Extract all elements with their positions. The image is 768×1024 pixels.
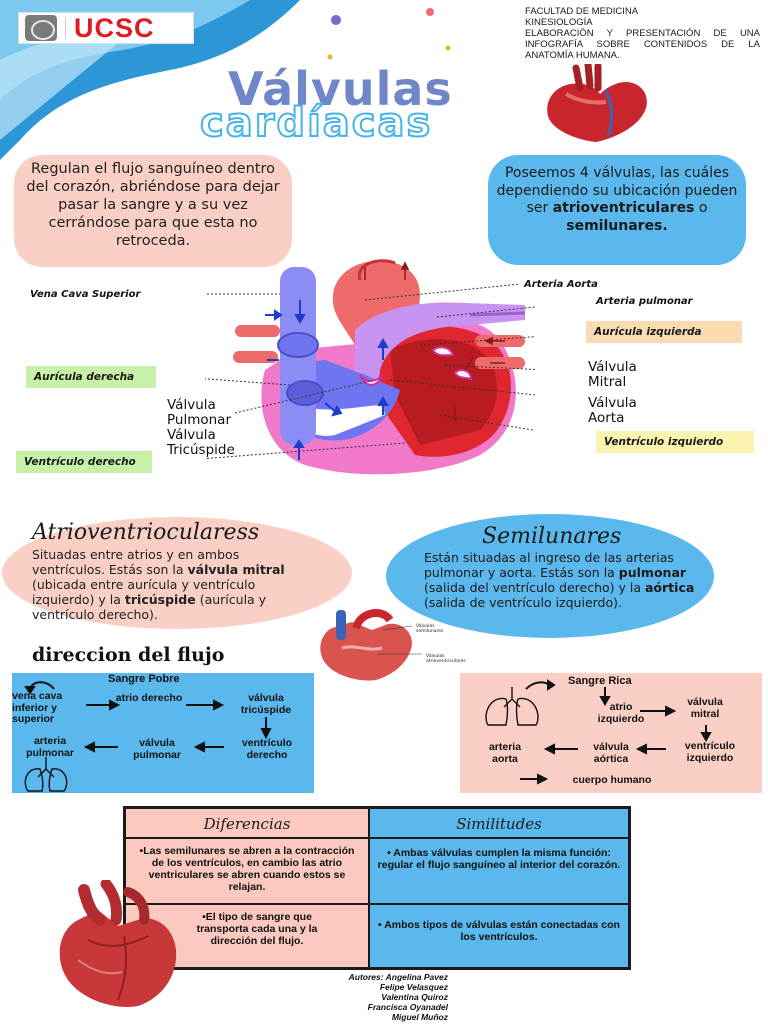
page-title-line1: Válvulas — [228, 62, 453, 116]
poor-node-ventriculo-derecho: ventrículo derecho — [241, 737, 293, 761]
faculty-line: KINESIOLOGÍA — [525, 17, 593, 28]
poor-node-arteria-pulmonar: arteria pulmonar — [26, 735, 74, 759]
tag-auricula-derecha: Aurícula derecha — [26, 366, 156, 388]
university-seal-icon — [25, 15, 57, 41]
lungs-icon — [485, 687, 539, 726]
label-valvula-tricuspide: Válvula Tricúspide — [167, 427, 235, 458]
heart-valves-illustration-icon — [320, 609, 422, 681]
faculty-info: FACULTAD DE MEDICINA KINESIOLOGÍA ELABOR… — [525, 6, 760, 61]
lungs-icon — [24, 757, 68, 792]
tag-auricula-izquierda: Aurícula izquierda — [586, 321, 742, 343]
poor-node-valvula-tricuspide: válvula tricúspide — [240, 692, 292, 716]
poor-blood-heading: Sangre Pobre — [108, 673, 180, 685]
faculty-line: ELABORACIÓN Y PRESENTACIÓN DE UNA INFOGR… — [525, 28, 760, 61]
table-header-diferencias: Diferencias — [125, 808, 369, 838]
comparison-table: Diferencias Similitudes •Las semilunares… — [123, 806, 631, 970]
types-bubble — [488, 155, 746, 265]
small-label-semilunares: Válvulas semilunares — [416, 624, 444, 634]
heart-illustration-icon — [547, 64, 647, 142]
small-label-atrioventriculares: Válvulas atrioventriculares — [426, 654, 466, 664]
heart-diagram — [205, 259, 535, 475]
author-line: Valentina Quiroz — [381, 992, 448, 1002]
author-line: Autores: Angelina Pavez — [348, 972, 448, 982]
atrioventricular-bubble — [2, 517, 352, 629]
label-valvula-pulmonar: Válvula Pulmonar — [167, 397, 231, 428]
author-line: Francisca Oyanadel — [367, 1002, 448, 1012]
poor-node-valvula-pulmonar: válvula pulmonar — [133, 737, 181, 761]
table-cell-sim-1: • Ambas válvulas cumplen la misma funció… — [369, 838, 629, 904]
atrioventricular-text: Situadas entre atrios y en ambos ventríc… — [32, 547, 285, 622]
label-arteria-pulmonar: Arteria pulmonar — [596, 296, 693, 307]
rich-node-cuerpo-humano: cuerpo humano — [572, 774, 652, 786]
rich-blood-heading: Sangre Rica — [568, 675, 632, 687]
label-valvula-aorta: Válvula Aorta — [588, 395, 637, 426]
rich-node-ventriculo-izquierdo: ventrículo izquierdo — [684, 740, 736, 764]
flow-title: direccion del flujo — [32, 644, 225, 666]
poor-node-atrio-derecho: atrio derecho — [115, 692, 183, 704]
semilunar-title: Semilunares — [482, 524, 622, 549]
rich-flow-arrows — [485, 679, 712, 785]
poor-node-vena-cava: vena cava inferior y superior — [12, 690, 63, 725]
semilunar-text: Están situadas al ingreso de las arteria… — [424, 550, 695, 610]
author-line: Felipe Velasquez — [379, 982, 448, 992]
table-header-similitudes: Similitudes — [369, 808, 629, 838]
table-cell-sim-2: • Ambos tipos de válvulas están conectad… — [369, 904, 629, 968]
function-bubble — [14, 155, 292, 267]
label-vena-cava: Vena Cava Superior — [30, 289, 141, 300]
rich-node-atrio-izquierdo: atrio izquierdo — [597, 701, 645, 725]
function-text: Regulan el flujo sanguíneo dentro del co… — [26, 161, 280, 249]
anatomical-heart-icon — [59, 880, 177, 1007]
label-arteria-aorta: Arteria Aorta — [524, 279, 598, 290]
type-semilunar: semilunares. — [566, 217, 668, 234]
label-valvula-mitral: Válvula Mitral — [588, 359, 637, 390]
author-line: Miguel Muñoz — [391, 1012, 448, 1022]
rich-node-valvula-aortica: válvula aórtica — [593, 741, 629, 765]
logo-text: UCSC — [74, 12, 155, 43]
tag-ventriculo-izquierdo: Ventrículo izquierdo — [596, 431, 754, 453]
table-cell-diff-1: •Las semilunares se abren a la contracci… — [125, 838, 369, 904]
rich-node-arteria-aorta: arteria aorta — [488, 741, 522, 765]
type-atrioventricular: atrioventriculares — [552, 200, 695, 216]
rich-blood-flow-box — [460, 673, 762, 793]
semilunar-bubble — [386, 514, 714, 638]
authors-list: Autores: Angelina Pavez Felipe Velasquez… — [300, 972, 448, 1022]
page-title-line2: cardíacas — [199, 99, 433, 147]
poor-flow-arrows — [24, 681, 272, 792]
atrioventricular-title: Atrioventriocularess — [32, 520, 260, 545]
types-text: Poseemos 4 válvulas, las cuáles dependie… — [496, 165, 738, 234]
rich-node-valvula-mitral: válvula mitral — [687, 696, 723, 720]
faculty-line: FACULTAD DE MEDICINA — [525, 6, 639, 17]
tag-ventriculo-derecho: Ventrículo derecho — [16, 451, 152, 473]
university-logo: UCSC — [18, 12, 194, 44]
